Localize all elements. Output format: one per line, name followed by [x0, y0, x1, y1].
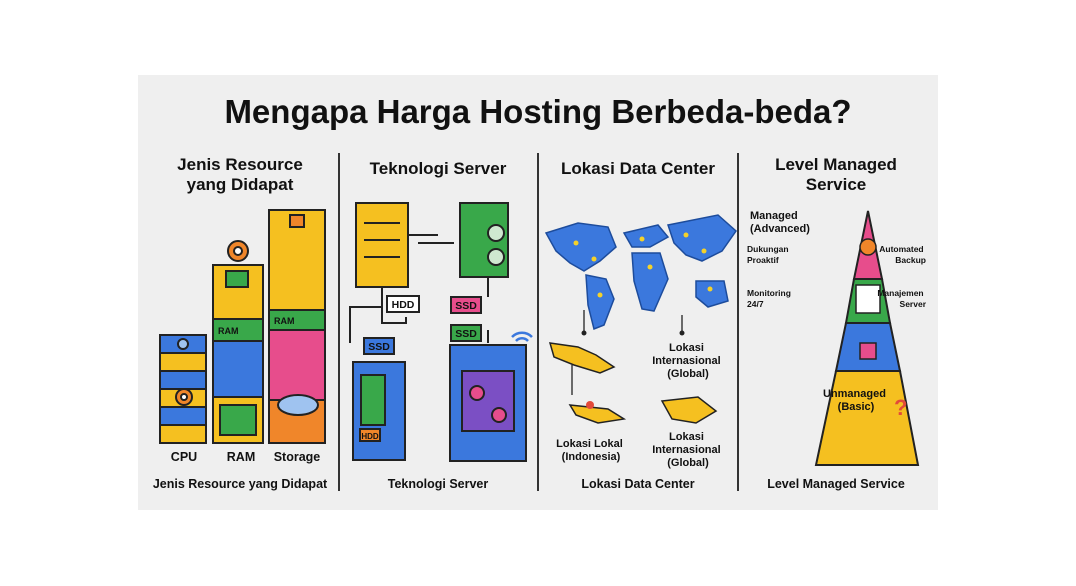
intl-location-label: Lokasi Internasional (Global) — [652, 431, 724, 469]
world-map-icon — [544, 214, 737, 331]
column-divider — [338, 153, 340, 491]
cloud-icon — [277, 394, 319, 416]
hdd-tag — [386, 295, 420, 313]
intl-location-label: Lokasi Internasional (Global) — [652, 342, 724, 380]
managed-level-label: Managed (Advanced) — [750, 210, 810, 235]
cpu-stack-icon — [159, 334, 207, 444]
column-title-line: Lokasi Data Center — [561, 159, 715, 178]
proactive-support-label: Dukungan Proaktif — [747, 244, 791, 265]
backup-icon — [859, 342, 877, 360]
column-title-line: Jenis Resource — [177, 155, 303, 174]
ram-chip-icon — [219, 404, 257, 436]
column-title-managed: Level Managed Service — [736, 155, 936, 195]
hdd-label: HDD — [361, 432, 379, 441]
column-title-line: Level Managed — [775, 155, 897, 174]
column-title-line: Teknologi Server — [369, 159, 507, 178]
column-footer-resource: Jenis Resource yang Didapat — [152, 477, 328, 491]
ssd-tag — [363, 337, 395, 355]
ssd-label: SSD — [455, 328, 477, 340]
ssd-label: SSD — [368, 341, 390, 353]
infographic-card: Mengapa Harga Hosting Berbeda-beda? Jeni… — [138, 75, 938, 510]
column-title-line: Service — [805, 175, 867, 194]
datacenter-illustration: Lokasi Internasional (Global) Lokasi Lok… — [544, 214, 737, 469]
column-footer-datacenter: Lokasi Data Center — [581, 477, 695, 491]
support-agent-icon — [859, 238, 877, 256]
location-pin-icon — [586, 401, 594, 409]
ssd-tag — [450, 324, 482, 342]
hdd-label: HDD — [392, 299, 415, 311]
hdd-server-icon — [355, 202, 409, 288]
server-tech-illustration: HDD SSD SSD SSD HDD — [349, 202, 533, 462]
column-title-datacenter: Lokasi Data Center — [538, 159, 738, 179]
cpu-label: CPU — [171, 450, 197, 464]
ram-tag: RAM — [274, 316, 295, 326]
world-map-small-icon — [660, 396, 718, 424]
automated-backup-label: Automated Backup — [879, 244, 926, 265]
resource-illustration: RAM RAM CPU RAM Storage — [159, 209, 326, 464]
question-icon: ? — [894, 395, 907, 420]
chip-icon — [225, 270, 249, 288]
column-divider — [537, 153, 539, 491]
wifi-icon — [511, 331, 533, 342]
column-title-resource: Jenis Resource yang Didapat — [140, 155, 340, 195]
column-footer-server-tech: Teknologi Server — [387, 477, 489, 491]
column-title-line: yang Didapat — [186, 175, 294, 194]
report-icon — [855, 284, 881, 314]
server-management-label: Manajemen Server — [877, 288, 926, 309]
column-footer-managed: Level Managed Service — [767, 477, 905, 491]
indonesia-map-icon — [568, 404, 627, 424]
column-title-server-tech: Teknologi Server — [338, 159, 538, 179]
column-divider — [737, 153, 739, 491]
local-location-label: Lokasi Lokal (Indonesia) — [556, 438, 626, 463]
ssd-tag — [450, 296, 482, 314]
ram-tag: RAM — [218, 326, 239, 336]
ssd-label: SSD — [455, 300, 477, 312]
storage-label: Storage — [274, 450, 321, 464]
page-title: Mengapa Harga Hosting Berbeda-beda? — [224, 93, 852, 130]
ram-label: RAM — [227, 450, 255, 464]
indonesia-map-icon — [548, 342, 616, 374]
monitoring-label: Monitoring 24/7 — [747, 288, 793, 309]
managed-pyramid-illustration: Managed (Advanced) Dukungan Proaktif Aut… — [747, 210, 927, 466]
unmanaged-level-label: Unmanaged (Basic) — [823, 388, 889, 413]
